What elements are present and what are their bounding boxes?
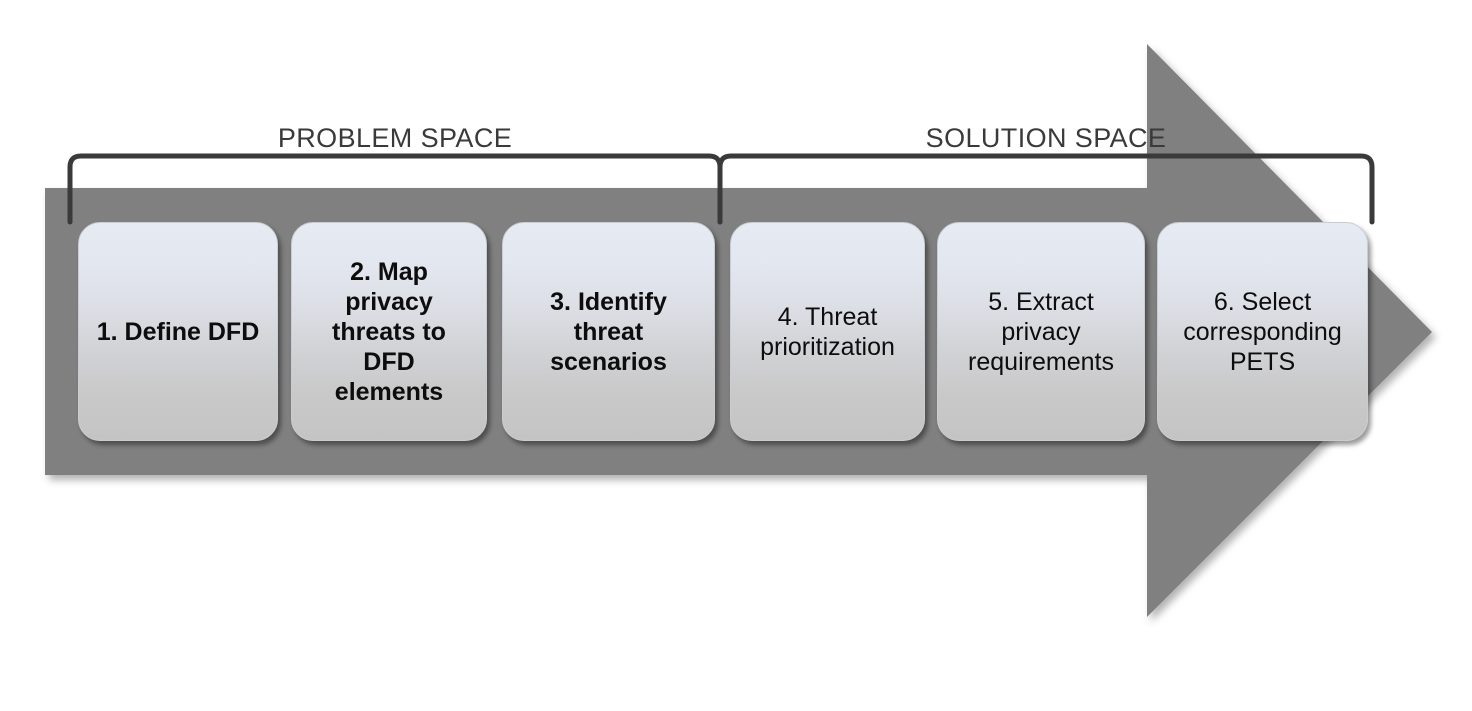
step-label: 3. Identify threat scenarios [550, 287, 667, 376]
step-box-6-select-corresponding-pets[interactable]: 6. Select corresponding PETS [1157, 222, 1368, 441]
phase-label-problem-space: PROBLEM SPACE [277, 123, 513, 153]
bracket-solution-space [717, 153, 1375, 225]
step-label: 1. Define DFD [96, 317, 260, 346]
step-box-3-identify-threat-scenarios[interactable]: 3. Identify threat scenarios [502, 222, 715, 441]
phase-label-solution-space: SOLUTION SPACE [925, 123, 1167, 153]
bracket-problem-space [67, 153, 723, 225]
step-box-4-threat-prioritization[interactable]: 4. Threat prioritization [730, 222, 925, 441]
step-box-1-define-dfd[interactable]: 1. Define DFD [78, 222, 278, 441]
step-label: 5. Extract privacy requirements [968, 287, 1114, 376]
step-label: 6. Select corresponding PETS [1183, 287, 1342, 376]
step-label: 2. Map privacy threats to DFD elements [332, 257, 446, 406]
step-label: 4. Threat prioritization [760, 302, 895, 361]
step-box-5-extract-privacy-requirements[interactable]: 5. Extract privacy requirements [937, 222, 1145, 441]
step-box-2-map-privacy-threats[interactable]: 2. Map privacy threats to DFD elements [291, 222, 487, 441]
